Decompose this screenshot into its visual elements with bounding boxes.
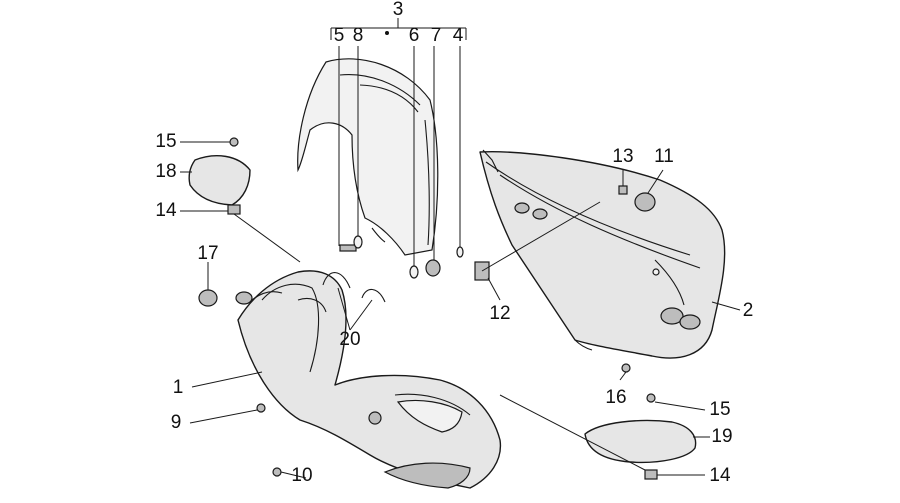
callout-15-top: 15: [155, 131, 176, 152]
callout-12: 12: [489, 303, 510, 324]
callout-2: 2: [743, 300, 754, 321]
callout-14-bottom: 14: [709, 465, 731, 486]
cover-19-part: [584, 419, 697, 480]
callout-15-bottom: 15: [709, 399, 730, 420]
callout-13: 13: [612, 146, 633, 167]
cover-18-part: [188, 154, 251, 215]
callout-4: 4: [453, 25, 464, 46]
callout-16: 16: [605, 387, 626, 408]
callout-3: 3: [393, 0, 404, 20]
callout-5: 5: [334, 25, 345, 46]
callout-labels: 3 5 8 6 7 4 15 18 14 17 20 1 9 10 13 11 …: [155, 0, 753, 486]
callout-8: 8: [353, 25, 364, 46]
rear-shield-part: [479, 149, 726, 359]
callout-19: 19: [711, 426, 732, 447]
callout-6: 6: [409, 25, 420, 46]
callout-17: 17: [197, 243, 218, 264]
callout-9: 9: [171, 412, 182, 433]
callout-20: 20: [339, 329, 360, 350]
callout-14-top: 14: [155, 200, 177, 221]
callout-11: 11: [654, 146, 674, 167]
callout-10: 10: [291, 465, 312, 486]
windscreen-part: [297, 58, 439, 256]
callout-7: 7: [431, 25, 442, 46]
callout-18: 18: [155, 161, 176, 182]
fasteners: [198, 137, 656, 477]
callout-1: 1: [173, 377, 184, 398]
leader-lines: [180, 18, 741, 479]
front-shield-part: [235, 270, 502, 489]
